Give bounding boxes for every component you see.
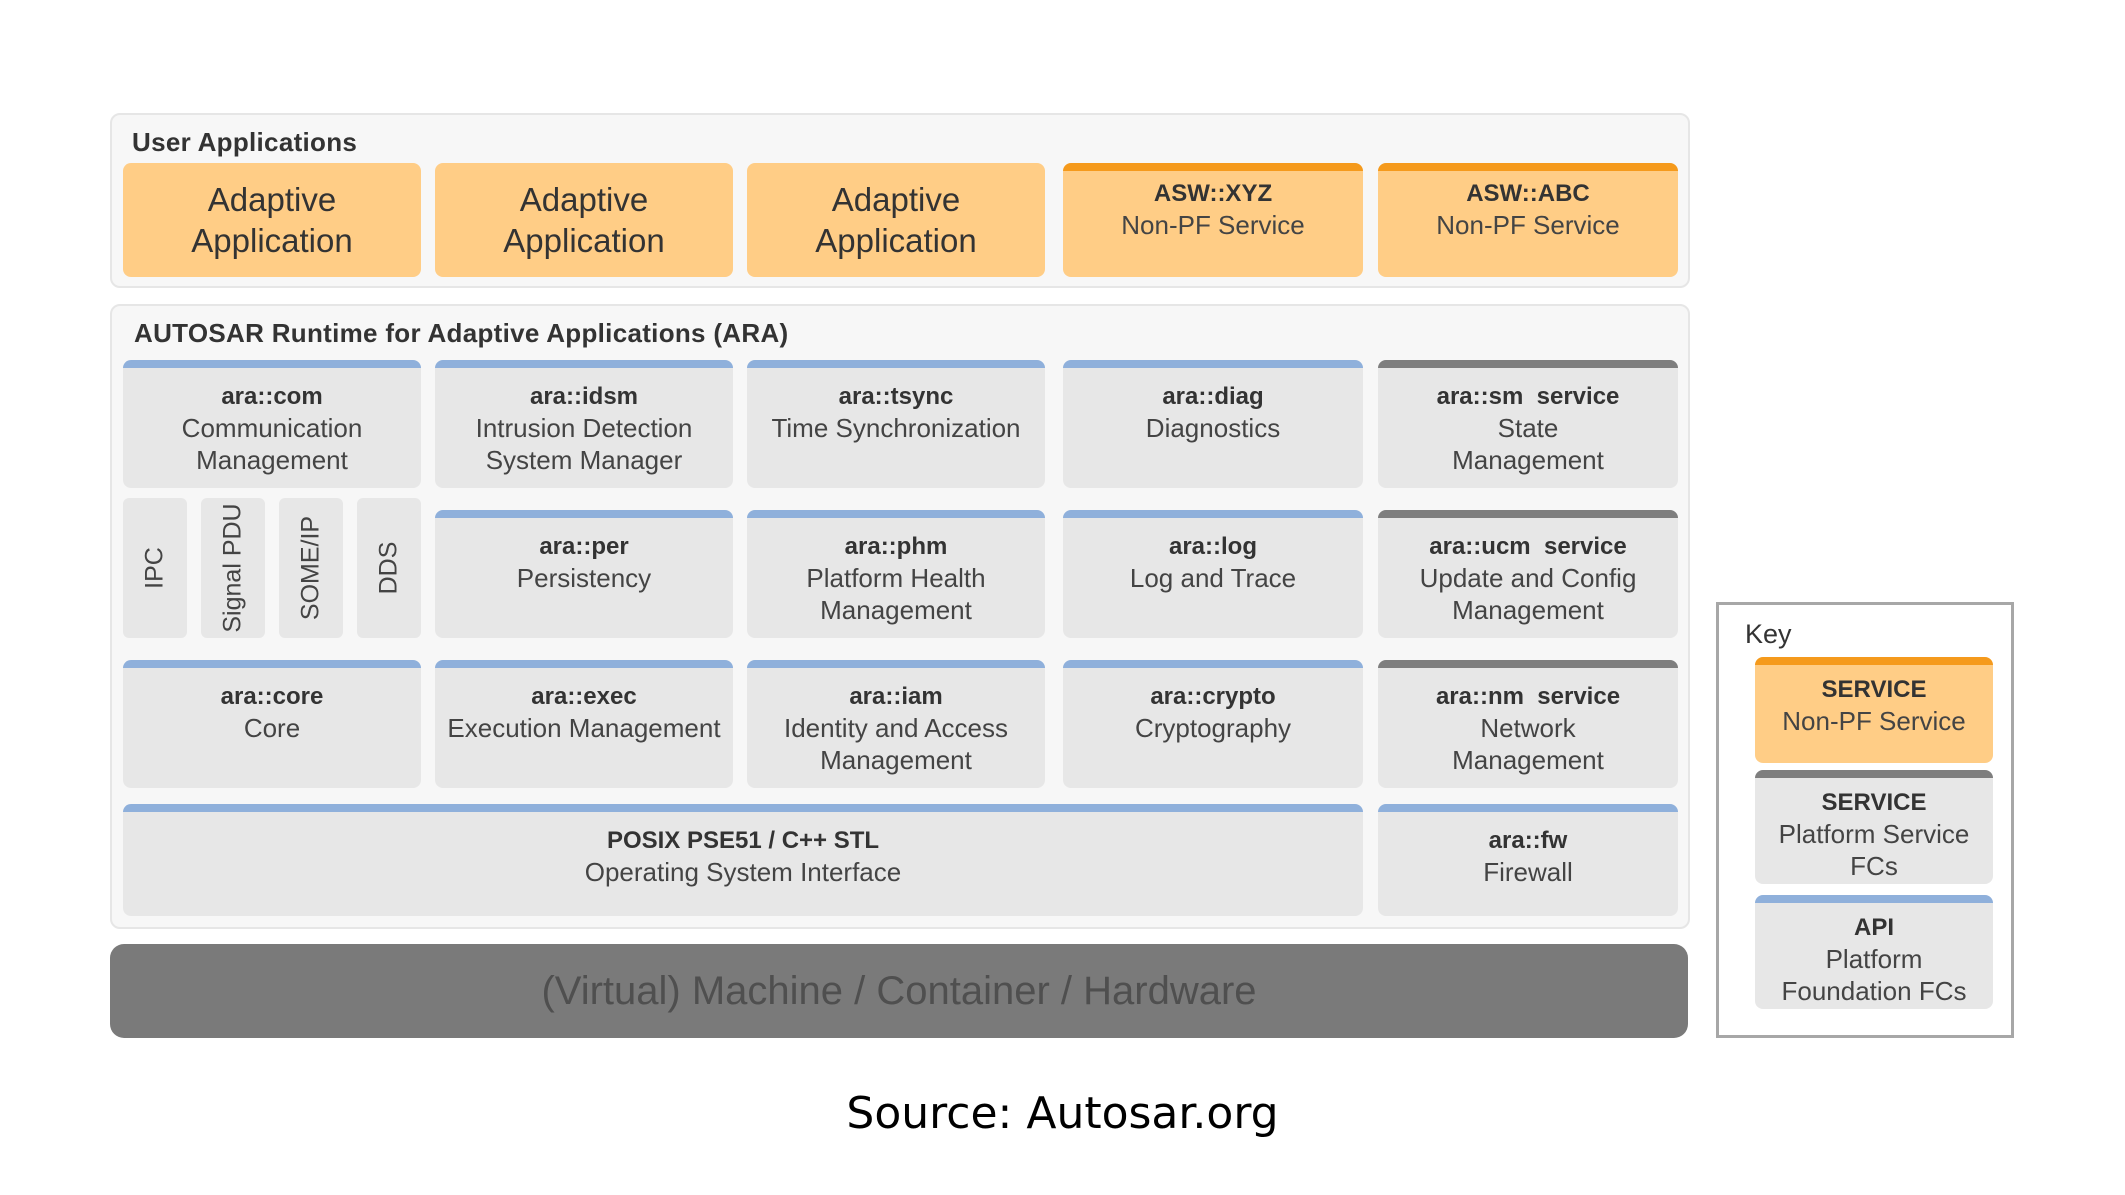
key-platform-service: SERVICE Platform Service FCs	[1755, 770, 1993, 884]
ara-per-box: ara::per Persistency	[435, 510, 733, 638]
ara-nm-service-box: ara::nm service Network Management	[1378, 660, 1678, 788]
ara-fw-box: ara::fw Firewall	[1378, 804, 1678, 916]
key-title: Key	[1745, 619, 1792, 649]
protocol-some-ip: SOME/IP	[279, 498, 343, 638]
ara-crypto-box: ara::crypto Cryptography	[1063, 660, 1363, 788]
protocol-ipc: IPC	[123, 498, 187, 638]
ara-sm-service-box: ara::sm service State Management	[1378, 360, 1678, 488]
ara-iam-box: ara::iam Identity and Access Management	[747, 660, 1045, 788]
ara-idsm-box: ara::idsm Intrusion Detection System Man…	[435, 360, 733, 488]
ara-log-box: ara::log Log and Trace	[1063, 510, 1363, 638]
adaptive-application-1: Adaptive Application	[123, 163, 421, 277]
ara-com-box: ara::com Communication Management	[123, 360, 421, 488]
ara-tsync-box: ara::tsync Time Synchronization	[747, 360, 1045, 488]
protocol-dds: DDS	[357, 498, 421, 638]
ara-phm-box: ara::phm Platform Health Management	[747, 510, 1045, 638]
user-applications-title: User Applications	[132, 127, 358, 157]
key-non-pf-service: SERVICE Non-PF Service	[1755, 657, 1993, 763]
ara-core-box: ara::core Core	[123, 660, 421, 788]
posix-os-interface-box: POSIX PSE51 / C++ STL Operating System I…	[123, 804, 1363, 916]
key-platform-api: API Platform Foundation FCs	[1755, 895, 1993, 1009]
adaptive-application-2: Adaptive Application	[435, 163, 733, 277]
ara-exec-box: ara::exec Execution Management	[435, 660, 733, 788]
ara-title: AUTOSAR Runtime for Adaptive Application…	[134, 318, 789, 348]
ara-ucm-service-box: ara::ucm service Update and Config Manag…	[1378, 510, 1678, 638]
asw-xyz-service: ASW::XYZ Non-PF Service	[1063, 163, 1363, 277]
adaptive-application-3: Adaptive Application	[747, 163, 1045, 277]
hardware-layer: (Virtual) Machine / Container / Hardware	[110, 944, 1688, 1038]
source-caption: Source: Autosar.org	[846, 1088, 1279, 1139]
asw-abc-service: ASW::ABC Non-PF Service	[1378, 163, 1678, 277]
protocol-signal-pdu: Signal PDU	[201, 498, 265, 638]
ara-diag-box: ara::diag Diagnostics	[1063, 360, 1363, 488]
key-legend: Key SERVICE Non-PF Service SERVICE Platf…	[1716, 602, 2014, 1038]
